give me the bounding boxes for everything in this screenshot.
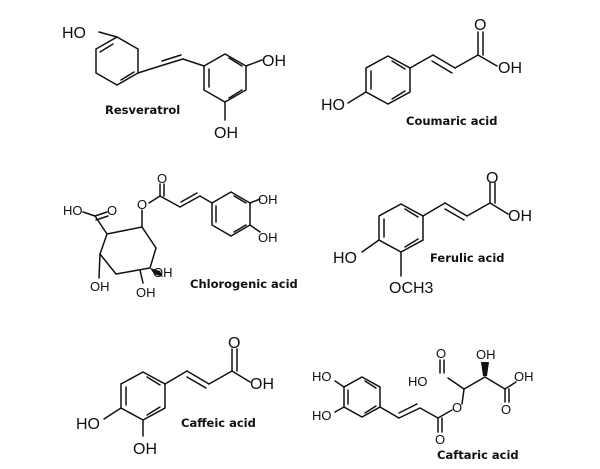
caffeic-carbonyl-o-label: O: [228, 335, 240, 352]
ferulic-caption: Ferulic acid: [430, 251, 505, 265]
chlorogenic-acid-o-label: O: [107, 203, 117, 218]
caftaric-acid-o-left-label: O: [436, 346, 446, 361]
ferulic-carbonyl-o-label: O: [486, 170, 498, 187]
caftaric-ho-bottom-label: HO: [312, 408, 332, 423]
coumaric-acid-structure: O OH HO Coumaric acid: [321, 17, 522, 128]
resveratrol-ring-a: [95, 36, 139, 86]
coumaric-carbonyl-o-label: O: [474, 17, 486, 34]
ferulic-methoxy-label: OCH3: [389, 280, 434, 297]
chlorogenic-ring-oh-right-label: OH: [153, 265, 173, 280]
ferulic-acid-structure: O OH HO OCH3 Ferulic acid: [333, 170, 532, 297]
resveratrol-oh-right-label: OH: [262, 53, 286, 70]
chlorogenic-acid-structure: HO O O O OH OH OH OH OH Chlorogenic acid: [63, 171, 298, 300]
resveratrol-structure: HO OH OH Resveratrol: [62, 25, 286, 142]
coumaric-ring: [365, 55, 411, 105]
chlorogenic-quinic-ring: [99, 226, 157, 275]
resveratrol-ho-label: HO: [62, 25, 86, 42]
coumaric-caption: Coumaric acid: [406, 114, 497, 128]
chlorogenic-oh-top-label: OH: [258, 192, 278, 207]
chlorogenic-acid-ho-label: HO: [63, 203, 83, 218]
ferulic-ho-label: HO: [333, 250, 357, 267]
caffeic-oh-acid-label: OH: [250, 376, 274, 393]
resveratrol-ring-b: [203, 53, 247, 103]
chlorogenic-ring-oh-mid-label: OH: [136, 285, 156, 300]
coumaric-oh-label: OH: [498, 60, 522, 77]
resveratrol-oh-bottom-label: OH: [214, 125, 238, 142]
chlorogenic-caption: Chlorogenic acid: [190, 277, 298, 291]
ferulic-ring: [378, 203, 424, 253]
caffeic-acid-structure: O OH HO OH Caffeic acid: [76, 335, 274, 458]
caftaric-ester-o-label: O: [452, 400, 462, 415]
ferulic-oh-label: OH: [508, 208, 532, 225]
caffeic-ho-label: HO: [76, 416, 100, 433]
chlorogenic-carbonyl-o-label: O: [157, 171, 167, 186]
coumaric-ho-label: HO: [321, 97, 345, 114]
caftaric-oh-top-label: OH: [476, 347, 496, 362]
chlorogenic-ring-oh-left-label: OH: [90, 279, 110, 294]
caftaric-ring: [343, 376, 381, 418]
caftaric-acid-o-right-label: O: [501, 402, 511, 417]
caftaric-acid-structure: HO HO O O OH HO O OH O Caftaric acid: [312, 346, 534, 462]
caftaric-caption: Caftaric acid: [437, 448, 519, 462]
chlorogenic-ester-o-label: O: [137, 197, 147, 212]
caftaric-ho-acid-label: HO: [408, 374, 428, 389]
caffeic-oh-ring-label: OH: [133, 441, 157, 458]
chlorogenic-oh-bottom-label: OH: [258, 230, 278, 245]
caffeic-ring: [120, 371, 166, 421]
caffeic-caption: Caffeic acid: [181, 416, 256, 430]
caftaric-ho-top-label: HO: [312, 369, 332, 384]
caftaric-carbonyl-o-label: O: [435, 432, 445, 447]
caftaric-oh-acid-right-label: OH: [514, 369, 534, 384]
chlorogenic-caffeoyl-ring: [211, 191, 251, 237]
resveratrol-caption: Resveratrol: [105, 103, 180, 117]
